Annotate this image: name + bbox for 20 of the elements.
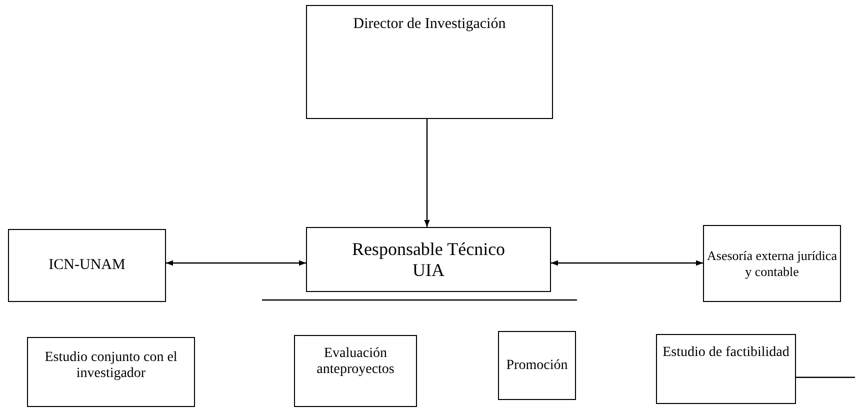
connector-line bbox=[796, 376, 855, 378]
box-label: Estudio conjunto con el investigador bbox=[44, 350, 178, 382]
process-box bbox=[498, 331, 576, 400]
arrow bbox=[424, 119, 430, 227]
process-box bbox=[8, 229, 166, 302]
process-box bbox=[306, 227, 551, 292]
box-label: Asesoría externa jurídica y contable bbox=[707, 248, 837, 280]
box-label: Responsable Técnico UIA bbox=[350, 238, 506, 280]
box-label: Promoción bbox=[506, 358, 568, 374]
box-label: Estudio de factibilidad bbox=[662, 345, 790, 361]
box-label: Evaluación anteproyectos bbox=[316, 346, 396, 378]
process-box bbox=[656, 334, 796, 404]
process-box bbox=[306, 5, 553, 119]
box-label: Director de Investigación bbox=[353, 16, 506, 33]
process-box bbox=[703, 225, 841, 302]
process-box bbox=[294, 335, 417, 407]
process-box bbox=[27, 337, 195, 407]
arrow bbox=[166, 260, 306, 266]
box-label: ICN-UNAM bbox=[48, 257, 126, 274]
arrow bbox=[551, 260, 703, 266]
